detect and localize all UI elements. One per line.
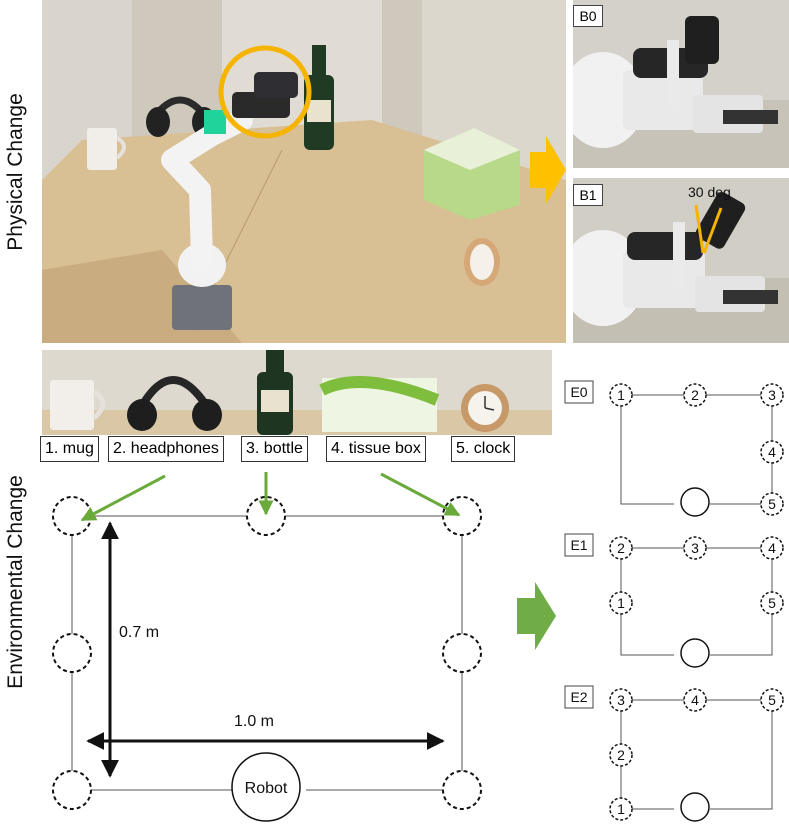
- angle-annotation: 30 deg: [688, 184, 731, 200]
- camera-highlight-circle: [218, 45, 312, 139]
- physical-change-arrow: [530, 136, 566, 204]
- config-e2: 3 4 5 2 1 E2: [564, 685, 784, 822]
- config-slot-number: 5: [768, 496, 776, 512]
- config-slot: [609, 797, 633, 821]
- physical-change-label: Physical Change: [4, 93, 27, 251]
- environmental-change-label: Environmental Change: [4, 475, 27, 689]
- object-label-mug: 1. mug: [40, 436, 99, 462]
- placement-arrow-left: [80, 474, 166, 522]
- height-dimension-label: 0.7 m: [119, 624, 159, 641]
- config-slot: [609, 536, 633, 560]
- config-slot: [683, 536, 707, 560]
- config-e1: 2 3 4 1 5 E1: [564, 533, 784, 668]
- object-label-clock: 5. clock: [451, 436, 516, 462]
- b1-camera-photo: [573, 178, 789, 343]
- config-slot-number: 3: [691, 540, 699, 556]
- config-slot-number: 2: [617, 540, 625, 556]
- config-robot-circle: [680, 487, 710, 517]
- config-e0: 1 2 3 4 5 E0: [564, 380, 784, 517]
- config-robot-circle: [680, 792, 710, 822]
- environmental-change-arrow: [517, 582, 556, 650]
- config-label-box: [564, 533, 594, 557]
- robot-desk-photo: [42, 0, 566, 343]
- config-robot-circle: [680, 638, 710, 668]
- config-label-box: [564, 380, 594, 404]
- b0-label: B0: [573, 5, 603, 27]
- object-label-bottle: 3. bottle: [241, 436, 308, 462]
- config-slot-number: 4: [691, 692, 699, 708]
- config-slot-number: 4: [768, 540, 776, 556]
- objects-strip-photo: [42, 350, 552, 435]
- config-slot: [760, 536, 784, 560]
- config-slot-number: 3: [768, 387, 776, 403]
- config-label: E0: [570, 384, 587, 400]
- config-label-box: [564, 685, 594, 709]
- config-slot: [683, 688, 707, 712]
- config-slot: [760, 383, 784, 407]
- config-slot-number: 1: [617, 801, 625, 817]
- config-slot: [760, 591, 784, 615]
- config-slot: [760, 492, 784, 516]
- config-slot-number: 1: [617, 387, 625, 403]
- slot-top-right: [442, 496, 482, 536]
- robot-label: Robot: [245, 780, 288, 797]
- workspace-layout: Robot 0.7 m 1.0 m: [52, 472, 482, 822]
- config-slot: [683, 383, 707, 407]
- slot-bottom-left: [52, 770, 92, 810]
- object-label-headphones: 2. headphones: [108, 436, 224, 462]
- b0-camera-photo: [573, 0, 789, 168]
- slot-top-middle: [246, 496, 286, 536]
- config-slot: [609, 591, 633, 615]
- config-slot-number: 5: [768, 595, 776, 611]
- config-slot: [760, 440, 784, 464]
- config-slot-number: 1: [617, 595, 625, 611]
- config-label: E1: [570, 537, 587, 553]
- slot-mid-right: [442, 633, 482, 673]
- b1-label: B1: [573, 184, 603, 206]
- slot-mid-left: [52, 633, 92, 673]
- config-slot-number: 4: [768, 444, 776, 460]
- config-slot-number: 2: [691, 387, 699, 403]
- config-slot: [609, 383, 633, 407]
- config-label: E2: [570, 689, 587, 705]
- config-slot: [609, 743, 633, 767]
- slot-bottom-right: [442, 770, 482, 810]
- config-slot: [760, 688, 784, 712]
- config-slot-number: 5: [768, 692, 776, 708]
- config-slot-number: 2: [617, 747, 625, 763]
- placement-arrow-right: [380, 472, 461, 517]
- config-slot: [609, 688, 633, 712]
- width-dimension-label: 1.0 m: [234, 713, 274, 730]
- config-slot-number: 3: [617, 692, 625, 708]
- slot-top-left: [52, 496, 92, 536]
- object-label-tissue-box: 4. tissue box: [326, 436, 426, 462]
- robot-base-circle: [231, 752, 301, 822]
